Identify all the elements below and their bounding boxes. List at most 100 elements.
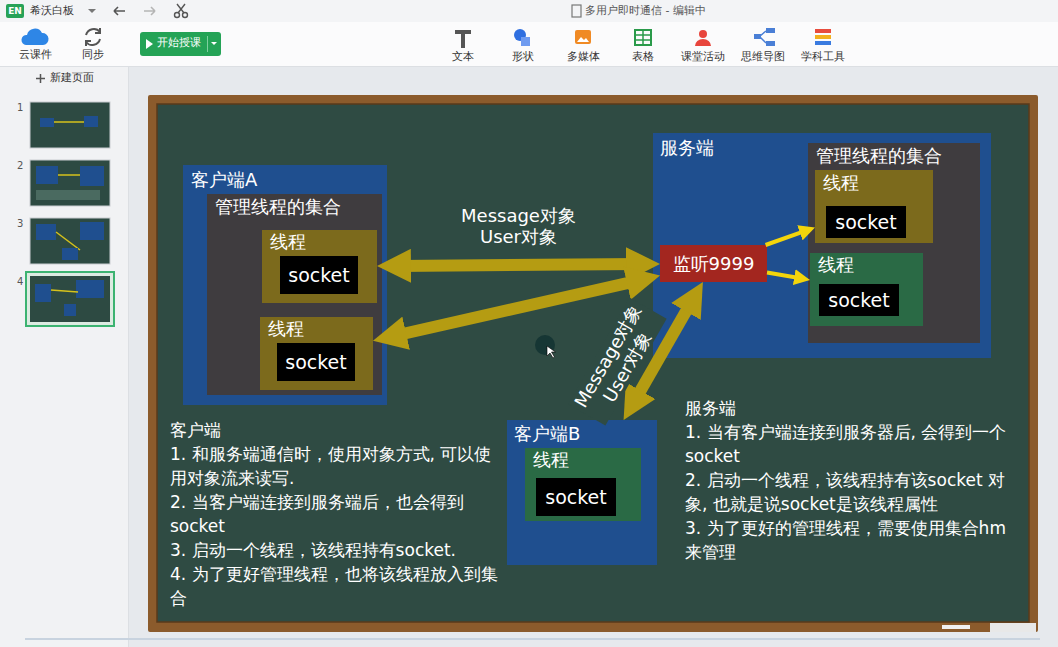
node-text: 监听9999 (673, 253, 755, 275)
chalk (942, 625, 970, 629)
note-heading: 客户端 (170, 418, 505, 442)
socket-box: socket (277, 343, 355, 381)
thumbnail-frame (30, 218, 110, 264)
socket-box: socket (536, 478, 616, 516)
node-text: 管理线程的集合 (215, 196, 341, 218)
thumbnail-shape (80, 166, 104, 186)
text-tool-icon (455, 30, 471, 48)
toolbar (0, 22, 1058, 66)
thumbnail-shape (58, 174, 80, 176)
node-text: 线程 (270, 231, 306, 253)
note-item: 1. 当有客户端连接到服务器后, 会得到一个 socket (685, 420, 1025, 468)
scissors-ring (175, 13, 180, 18)
thumbnail-shape (35, 284, 51, 302)
scissors-blade (177, 4, 185, 13)
button-label: 开始授课 (157, 36, 201, 50)
edge-label: Message对象 User对象 (569, 298, 668, 426)
app-name: 希沃白板 (30, 4, 74, 18)
thumbnail-shape (40, 118, 54, 127)
slide-thumbnail (30, 102, 110, 148)
node-text: 线程 (818, 254, 854, 276)
server-notes: 服务端1. 当有客户端连接到服务器后, 会得到一个 socket2. 启动一个线… (685, 396, 1025, 564)
node-text: 线程 (268, 318, 304, 340)
dispatch-arrow (766, 230, 808, 245)
mindmap-tool-icon (754, 34, 761, 39)
thumbnail-frame (30, 102, 110, 148)
table-tool-icon (635, 30, 651, 45)
slide-thumbnail (30, 218, 110, 264)
panel-border (128, 67, 129, 647)
note-item: 3. 为了更好的管理线程，需要使用集合hm 来管理 (685, 516, 1025, 564)
activity-tool-icon (699, 30, 707, 38)
socket-box: socket (826, 206, 906, 238)
server-box: 服务端监听9999管理线程的集合线程socket线程socket (653, 133, 991, 358)
note-heading: 服务端 (685, 396, 1025, 420)
thumbnail-shape (76, 280, 104, 298)
thread-box: 线程socket (525, 448, 641, 521)
media-tool-icon (577, 37, 589, 42)
toolbar-label: 文本 (452, 50, 474, 64)
client-box: 客户端B 线程socket (507, 420, 657, 565)
toolbar-border (0, 66, 1058, 67)
toolbar-label: 课堂活动 (681, 50, 725, 64)
node-text: socket (545, 486, 606, 509)
toolbar-label: 学科工具 (801, 50, 845, 64)
dropdown-icon (88, 9, 96, 13)
scissors-ring (183, 13, 188, 18)
slide-number: 1 (17, 101, 23, 114)
scroll-track (25, 638, 1040, 640)
note-item: 3. 启动一个线程，该线程持有socket. (170, 538, 505, 562)
document-title: 多用户即时通信 - 编辑中 (585, 4, 706, 18)
subject-tool-icon (815, 41, 831, 45)
node-text: 客户端B (514, 423, 580, 445)
socket-box: socket (819, 284, 899, 316)
toolbar-label: 思维导图 (741, 50, 785, 64)
subject-tool-icon (815, 35, 831, 39)
redo-icon (144, 7, 155, 15)
plus-icon (36, 74, 45, 83)
node-text: socket (288, 264, 349, 287)
thread-set-box: 管理线程的集合线程 socket 线程 socket (207, 194, 382, 395)
note-item: 4. 为了更好管理线程，也将该线程放入到集合 (170, 562, 505, 610)
play-icon (146, 39, 153, 49)
note-item: 2. 启动一个线程，该线程持有该socket 对象, 也就是说socket是该线… (685, 468, 1025, 516)
edge-label: Message对象 User对象 (457, 205, 580, 248)
media-tool-icon (575, 30, 591, 44)
thumbnail-shape (36, 166, 58, 184)
mindmap-tool-icon (766, 28, 775, 33)
document-icon (572, 5, 581, 17)
thread-box: 线程 socket (810, 253, 923, 326)
slide-thumbnail (30, 276, 110, 322)
slide-panel (0, 67, 128, 647)
eraser (990, 623, 1036, 632)
dropdown-icon (211, 42, 217, 45)
thread-box: 线程socket (815, 170, 933, 243)
node-text: socket (828, 289, 889, 312)
button-divider (207, 36, 208, 52)
app-logo (6, 4, 24, 18)
node-text: socket (835, 211, 896, 234)
node-text: socket (285, 351, 346, 374)
thumbnail-shape (51, 290, 78, 292)
listener-box: 监听9999 (660, 245, 767, 282)
toolbar-label: 表格 (632, 50, 654, 64)
node-text: 管理线程的集合 (816, 145, 942, 167)
blackboard (157, 104, 1029, 622)
thumbnail-shape (64, 304, 76, 316)
table-tool-icon (635, 30, 651, 45)
slide-thumbnail (30, 160, 110, 206)
client-notes: 客户端1. 和服务端通信时，使用对象方式, 可以使用对象流来读写.2. 当客户端… (170, 418, 505, 610)
client-box: 客户端A管理线程的集合线程socket线程socket (183, 165, 387, 405)
toolbar-label: 同步 (82, 48, 104, 62)
thumbnail-shape (36, 224, 56, 240)
thread-box: 线程 socket (260, 317, 373, 390)
toolbar-label: 多媒体 (567, 50, 600, 64)
transfer-arrow (393, 280, 641, 336)
node-text: 服务端 (660, 137, 714, 159)
blackboard-frame (148, 95, 1038, 632)
thumbnail-shape (56, 232, 80, 250)
sync-icon (86, 28, 100, 46)
